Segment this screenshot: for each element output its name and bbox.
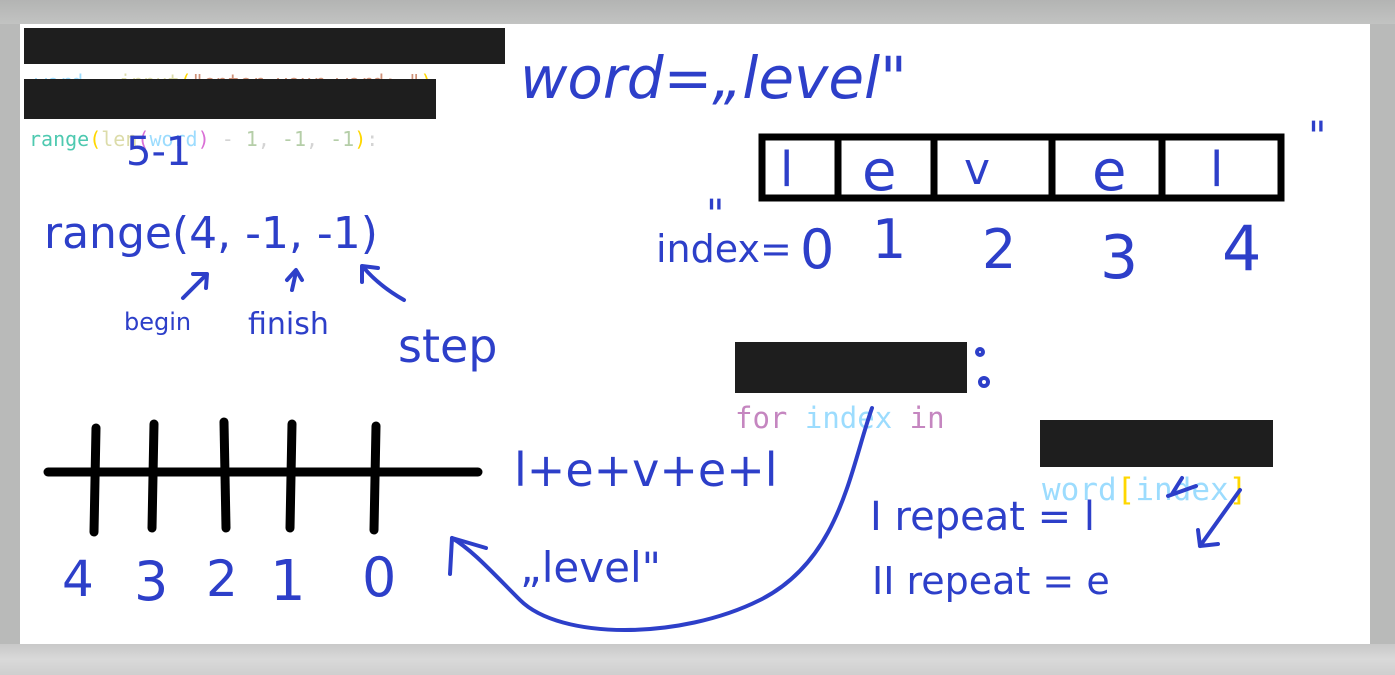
code-token: index [804,401,893,435]
handwritten-axis-label: 4 [62,550,94,608]
code-snippet-range: range(len(word) - 1, -1, -1): [24,79,436,151]
code-token: for [735,401,788,435]
code-token: -1 [281,127,307,151]
handwritten-range-call: range(4, -1, -1) [44,208,378,259]
handwritten-index-digit: 4 [1222,212,1261,285]
handwritten-ditto-mark: " [706,192,724,238]
handwritten-axis-label: 3 [134,550,168,613]
handwritten-index-digit: 0 [800,218,834,281]
handwritten-finish-label: finish [248,307,329,342]
handwritten-axis-label: 2 [206,550,238,608]
loop-flow-arrow [450,406,874,632]
handwritten-index-digit: 3 [1100,223,1138,293]
handwritten-five-minus-one: 5-1 [126,129,191,175]
number-line-tick [89,423,101,537]
handwritten-index-digit: 1 [872,208,906,271]
window-frame-bottom [0,644,1395,675]
code-token: word [1042,472,1117,508]
handwritten-colon-dot [978,376,990,388]
number-line-tick [219,417,231,533]
code-token: -1 [330,127,355,151]
handwritten-axis-label: 0 [362,546,396,609]
handwritten-colon-dot [975,347,985,357]
handwritten-repeat-two: II repeat = e [872,559,1110,603]
handwritten-closing-quote: " [1308,114,1326,160]
repeat-arrow-one [1166,476,1198,498]
finish-arrow [290,270,298,292]
step-arrow [362,266,406,302]
handwritten-result: „level" [520,543,661,592]
whiteboard-canvas [20,24,1370,644]
code-token: ) [197,127,210,151]
number-line [43,417,483,537]
window-frame-top [0,0,1395,24]
letter-array-box [758,133,1285,202]
handwritten-step-label: step [398,319,498,373]
code-token: ( [137,127,150,151]
number-line-tick [369,421,381,535]
handwritten-index-digit: 2 [982,218,1016,281]
handwritten-box-letter: l [780,142,793,198]
step-arrowhead [360,264,380,284]
handwritten-word-assign: word=„level" [520,44,907,112]
code-token: ) [354,127,367,151]
begin-arrow [181,274,207,300]
code-token: - [209,127,246,151]
code-token: range [29,127,90,151]
code-token: , [306,127,331,151]
number-line-tick [147,419,159,533]
code-token: , [257,127,282,151]
handwritten-index-label: index= [656,227,792,271]
code-token: ( [89,127,102,151]
code-token: word [149,127,198,151]
handwritten-box-letter: e [1092,139,1126,204]
code-token: [ [1116,472,1136,508]
handwritten-box-letter: e [862,139,896,204]
code-snippet-for-loop: for index in [735,342,967,435]
number-line-tick [285,419,297,533]
handwritten-box-letter: v [964,144,990,195]
begin-arrowhead [191,272,209,290]
handwritten-begin-label: begin [124,308,191,336]
array-outer-box [758,133,1285,202]
finish-arrowhead [285,268,304,282]
handwritten-axis-label: 1 [270,549,306,614]
loop-flow-arrowhead [448,536,488,576]
repeat-arrow-two [1196,488,1242,548]
code-token: in [909,401,945,435]
code-token: : [366,127,379,151]
code-token: 1 [245,127,258,151]
handwritten-reverse-concat: l+e+v+e+l [514,443,778,497]
code-token: len [101,127,138,151]
handwritten-box-letter: l [1210,142,1223,198]
handwritten-repeat-one: I repeat = l [870,494,1095,540]
